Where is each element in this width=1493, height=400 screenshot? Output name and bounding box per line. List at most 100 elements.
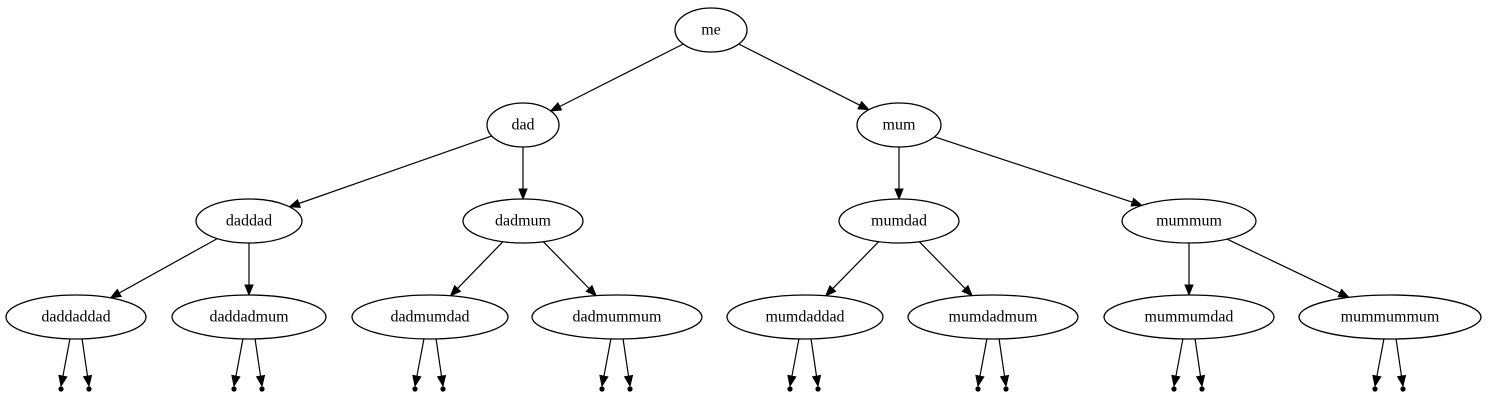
arrowhead (449, 284, 462, 297)
node-mummumdad: mummumdad (1103, 294, 1275, 340)
edge-dadmum-to-dadmummum (542, 241, 598, 297)
arrowhead (857, 100, 870, 111)
leaf-point-node (58, 386, 64, 392)
arrowhead (811, 374, 822, 388)
edge-line (738, 43, 861, 106)
node-ellipse (486, 102, 560, 148)
edge-line (1194, 338, 1202, 377)
arrowhead (288, 198, 302, 208)
leaf-edge-dadmummum-1 (599, 338, 612, 388)
leaf-point-node (1003, 386, 1009, 392)
node-label: mumdadmum (949, 309, 1038, 326)
edge-line (918, 241, 966, 289)
edge-line (62, 338, 71, 377)
edge-mumdad-to-mumdaddad (824, 241, 880, 297)
node-label: daddaddad (41, 309, 110, 326)
edge-mummum-to-mummummum (1226, 238, 1351, 298)
edge-daddad-to-daddadmum (244, 243, 254, 297)
edge-line (118, 238, 218, 294)
arrowhead (436, 374, 447, 388)
leaf-point-node (815, 386, 821, 392)
node-label: mumdaddad (765, 309, 844, 326)
node-ellipse (351, 294, 509, 340)
leaf-point-node (1400, 386, 1406, 392)
node-dadmum: dadmum (462, 198, 584, 244)
arrowhead (58, 374, 68, 388)
leaf-edge-dadmumdad-2 (435, 338, 447, 388)
node-ellipse (907, 294, 1079, 340)
arrowhead (549, 102, 563, 112)
leaf-edge-mummummum-1 (1372, 338, 1385, 388)
edge-line (81, 338, 89, 377)
edge-mum-to-mummum (934, 136, 1144, 207)
edge-line (1175, 338, 1184, 377)
node-label: dad (511, 117, 534, 134)
leaf-point-node (1171, 386, 1177, 392)
node-label: me (701, 22, 721, 39)
node-mum: mum (856, 102, 942, 148)
node-mumdadmum: mumdadmum (907, 294, 1079, 340)
edge-daddad-to-daddaddad (109, 238, 218, 299)
edge-line (810, 338, 818, 377)
node-label: daddadmum (209, 309, 289, 326)
arrowhead (244, 284, 254, 297)
leaf-point-node (440, 386, 446, 392)
node-label: daddad (226, 213, 272, 230)
leaf-point-node (259, 386, 265, 392)
edge-line (235, 338, 244, 377)
edge-dad-to-dadmum (518, 147, 528, 201)
arrowhead (999, 374, 1010, 388)
node-dadmummum: dadmummum (531, 294, 703, 340)
edges-layer (109, 43, 1351, 299)
node-me: me (674, 7, 748, 53)
leaf-edge-mummumdad-1 (1171, 338, 1184, 388)
leaf-point-node (787, 386, 793, 392)
node-label: mummummum (1341, 309, 1440, 326)
edge-me-to-mum (738, 43, 870, 111)
arrowhead (231, 374, 241, 388)
node-ellipse (1121, 198, 1257, 244)
node-mumdaddad: mumdaddad (726, 294, 884, 340)
node-ellipse (1103, 294, 1275, 340)
node-label: dadmummum (573, 309, 662, 326)
edge-line (1376, 338, 1385, 377)
leaf-edge-daddaddad-2 (81, 338, 93, 388)
node-label: mumdad (871, 213, 927, 230)
node-label: dadmum (495, 213, 552, 230)
node-ellipse (838, 198, 960, 244)
node-ellipse (726, 294, 884, 340)
arrowhead (109, 288, 122, 299)
leaf-edge-mummummum-2 (1395, 338, 1407, 388)
node-ellipse (171, 294, 327, 340)
node-ellipse (674, 7, 748, 53)
arrowhead (1130, 197, 1144, 207)
edge-line (622, 338, 630, 377)
leaf-edge-daddadmum-2 (254, 338, 266, 388)
node-mummum: mummum (1121, 198, 1257, 244)
arrowhead (1184, 284, 1194, 297)
leaf-edge-mumdaddad-2 (810, 338, 822, 388)
edge-mumdad-to-mumdadmum (918, 241, 974, 297)
edge-mummum-to-mummumdad (1184, 243, 1194, 297)
arrowhead (1195, 374, 1206, 388)
node-label: dadmumdad (390, 309, 469, 326)
leaf-point-node (975, 386, 981, 392)
edge-dad-to-daddad (288, 135, 492, 208)
arrowhead (1171, 374, 1181, 388)
leaf-point-node (86, 386, 92, 392)
arrowhead (975, 374, 985, 388)
node-ellipse (462, 198, 584, 244)
edge-line (934, 136, 1133, 203)
leaf-edge-daddadmum-1 (231, 338, 244, 388)
node-daddadmum: daddadmum (171, 294, 327, 340)
arrowhead (1372, 374, 1382, 388)
leaf-point-node (1199, 386, 1205, 392)
arrowhead (82, 374, 93, 388)
leaf-edge-daddaddad-1 (58, 338, 71, 388)
leaf-point-node (412, 386, 418, 392)
edge-mum-to-mumdad (894, 147, 904, 201)
arrowhead (1337, 288, 1351, 298)
leaf-edge-mumdaddad-1 (787, 338, 800, 388)
